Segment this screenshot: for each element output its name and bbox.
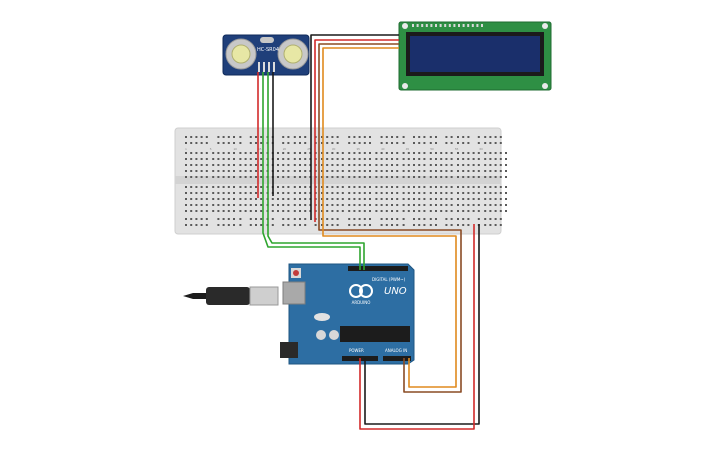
breadboard-column-number: 15 (258, 147, 262, 151)
usb-cable (183, 286, 279, 306)
wire-black-uno-gnd (364, 224, 480, 425)
arduino-power-label: POWER (349, 348, 364, 353)
breadboard-column-number: 60 (480, 147, 484, 151)
wire-red-uno-5v (359, 224, 475, 430)
lcd-display[interactable] (398, 21, 552, 91)
breadboard-column-number: 20 (283, 147, 287, 151)
wire-orange-lcd-scl (322, 47, 457, 388)
arduino-uno[interactable]: ARDUINO UNO DIGITAL (PWM~) POWER ANALOG … (280, 263, 415, 365)
wire-green-sensor-echo (267, 72, 365, 270)
breadboard-column-number: 30 (332, 147, 336, 151)
breadboard-column-number: 55 (455, 147, 459, 151)
ultrasonic-sensor[interactable]: HC-SR04 (222, 34, 310, 76)
breadboard-column-number: 50 (430, 147, 434, 151)
arduino-analog-label: ANALOG IN (385, 348, 407, 353)
wire-brown-lcd-sda (318, 43, 462, 393)
arduino-brand-label: ARDUINO (352, 300, 371, 305)
breadboard-column-number: 35 (357, 147, 361, 151)
breadboard-holes (185, 136, 507, 226)
wires (257, 34, 480, 430)
wire-green-sensor-trig (262, 72, 361, 270)
breadboard-column-number: 5 (210, 147, 212, 151)
breadboard-column-number: 25 (307, 147, 311, 151)
breadboard-column-number: 10 (234, 147, 238, 151)
breadboard-column-number: 1 (185, 147, 187, 151)
wire-black-lcd-gnd (310, 34, 399, 220)
wire-red-lcd-vcc (314, 39, 399, 222)
arduino-digital-label: DIGITAL (PWM~) (372, 277, 406, 282)
sensor-model-label: HC-SR04 (257, 47, 279, 53)
breadboard-column-number: 40 (381, 147, 385, 151)
breadboard-column-number: 45 (406, 147, 410, 151)
arduino-model-label: UNO (384, 286, 407, 297)
